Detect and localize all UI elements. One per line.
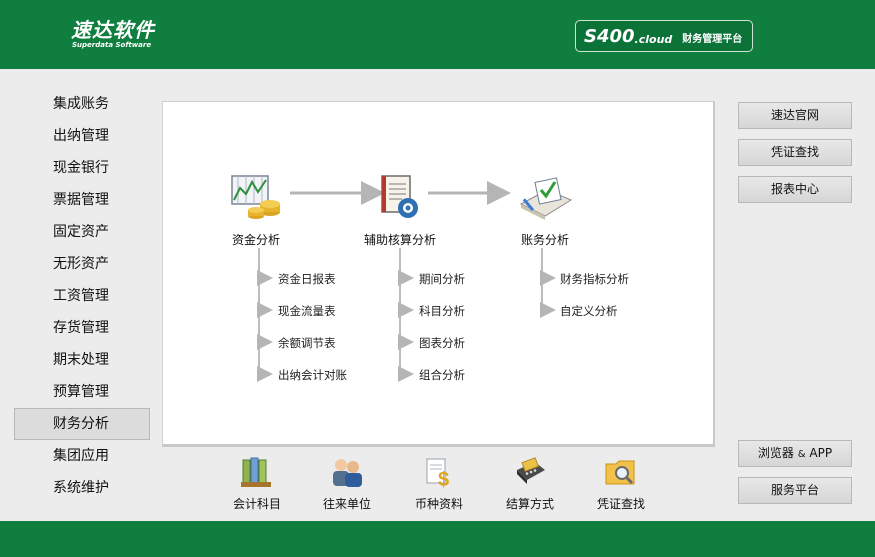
sidebar-item-group-apps[interactable]: 集团应用 — [53, 448, 109, 464]
voucher-search-button[interactable]: 凭证查找 — [738, 139, 852, 166]
sidebar-item-period-end[interactable]: 期末处理 — [53, 352, 109, 368]
quick-settlement-methods[interactable]: 结算方式 — [490, 456, 570, 512]
folder-search-icon — [581, 456, 661, 491]
branch-lines-account — [540, 248, 556, 318]
node-fund-analysis-label: 资金分析 — [231, 233, 280, 247]
sidebar-item-fixed-assets[interactable]: 固定资产 — [53, 224, 109, 240]
quick-partner-units-label: 往来单位 — [322, 497, 371, 511]
subitem-cash-flow-statement[interactable]: 现金流量表 — [278, 304, 336, 318]
footer-bar — [0, 521, 875, 557]
header-bar: 速达软件 Superdata Software S400 .cloud 财务管理… — [0, 0, 875, 69]
branch-lines-aux — [398, 248, 414, 382]
node-aux-analysis[interactable]: 辅助核算分析 — [355, 174, 445, 248]
quick-currency-data[interactable]: $ 币种资料 — [399, 456, 479, 512]
sidebar-nav: 集成账务 出纳管理 现金银行 票据管理 固定资产 无形资产 工资管理 存货管理 … — [14, 88, 150, 504]
sidebar-item-inventory[interactable]: 存货管理 — [53, 320, 109, 336]
node-aux-analysis-label: 辅助核算分析 — [363, 233, 436, 247]
branch-lines-fund — [257, 248, 273, 382]
report-center-button[interactable]: 报表中心 — [738, 176, 852, 203]
quick-voucher-search-label: 凭证查找 — [596, 497, 645, 511]
product-suffix: .cloud — [634, 32, 673, 46]
binders-icon — [217, 456, 297, 491]
sidebar-item-system-maintenance[interactable]: 系统维护 — [53, 480, 109, 496]
logo-chinese-name: 速达软件 — [71, 18, 155, 42]
product-name: S400 — [584, 25, 635, 47]
sidebar-item-budget[interactable]: 预算管理 — [53, 384, 109, 400]
quick-chart-of-accounts-label: 会计科目 — [232, 497, 281, 511]
quick-voucher-search[interactable]: 凭证查找 — [581, 456, 661, 512]
browser-app-button[interactable]: 浏览器 & APP — [738, 440, 852, 467]
product-badge: S400 .cloud 财务管理平台 — [575, 20, 753, 52]
subitem-chart-analysis[interactable]: 图表分析 — [419, 336, 465, 350]
node-account-analysis-label: 账务分析 — [520, 233, 569, 247]
card-terminal-icon — [490, 456, 570, 491]
logo-english-name: Superdata Software — [72, 41, 152, 49]
company-logo: 速达软件 Superdata Software — [71, 19, 155, 49]
ledger-gear-icon — [355, 174, 445, 225]
sidebar-item-financial-analysis[interactable]: 财务分析 — [14, 408, 150, 440]
subitem-subject-analysis[interactable]: 科目分析 — [419, 304, 465, 318]
subitem-combined-analysis[interactable]: 组合分析 — [419, 368, 465, 382]
sidebar-item-payroll[interactable]: 工资管理 — [53, 288, 109, 304]
subitem-custom-analysis[interactable]: 自定义分析 — [560, 304, 618, 318]
sidebar-item-integrated-accounting[interactable]: 集成账务 — [53, 96, 109, 112]
account-book-icon — [510, 174, 580, 225]
quick-chart-of-accounts[interactable]: 会计科目 — [217, 456, 297, 512]
subitem-financial-indicators[interactable]: 财务指标分析 — [560, 272, 629, 286]
sidebar-item-cashier[interactable]: 出纳管理 — [53, 128, 109, 144]
fund-chart-icon — [221, 174, 291, 225]
node-account-analysis[interactable]: 账务分析 — [510, 174, 580, 248]
flow-connectors — [257, 181, 556, 382]
currency-icon: $ — [399, 456, 479, 491]
quick-access-bar: 会计科目 往来单位 $ 币种资料 — [162, 448, 715, 520]
sidebar-item-intangible-assets[interactable]: 无形资产 — [53, 256, 109, 272]
analysis-flow-panel: 资金分析 辅助核算分析 — [162, 101, 715, 447]
svg-text:$: $ — [438, 469, 449, 488]
node-fund-analysis[interactable]: 资金分析 — [221, 174, 291, 248]
people-icon — [307, 456, 387, 491]
quick-settlement-methods-label: 结算方式 — [505, 497, 554, 511]
browser-amp: & — [797, 449, 806, 460]
sidebar-item-bills[interactable]: 票据管理 — [53, 192, 109, 208]
service-platform-button[interactable]: 服务平台 — [738, 477, 852, 504]
browser-app-label: APP — [809, 446, 833, 460]
subitem-period-analysis[interactable]: 期间分析 — [419, 272, 465, 286]
quick-currency-data-label: 币种资料 — [414, 497, 463, 511]
official-site-button[interactable]: 速达官网 — [738, 102, 852, 129]
sidebar-item-cash-bank[interactable]: 现金银行 — [53, 160, 109, 176]
browser-label: 浏览器 — [757, 446, 794, 460]
subitem-balance-reconciliation[interactable]: 余额调节表 — [278, 336, 336, 350]
quick-partner-units[interactable]: 往来单位 — [307, 456, 387, 512]
subitem-cashier-accounting-reconcile[interactable]: 出纳会计对账 — [278, 368, 347, 382]
subitem-daily-fund-report[interactable]: 资金日报表 — [278, 272, 336, 286]
product-subtitle: 财务管理平台 — [682, 33, 743, 45]
